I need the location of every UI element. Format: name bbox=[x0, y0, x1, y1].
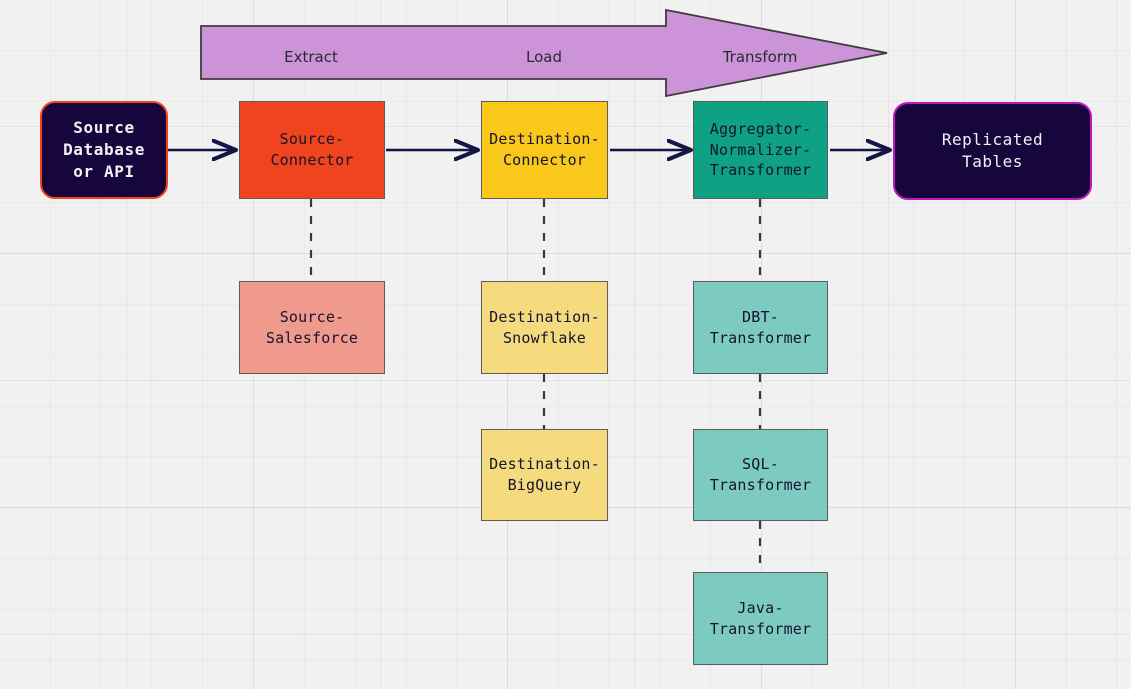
phase-banner-arrow: Extract Load Transform bbox=[200, 6, 890, 100]
node-replicated-tables[interactable]: Replicated Tables bbox=[893, 102, 1092, 200]
node-source-salesforce[interactable]: Source- Salesforce bbox=[239, 281, 385, 374]
node-java-transformer[interactable]: Java- Transformer bbox=[693, 572, 828, 665]
node-dbt-transformer[interactable]: DBT- Transformer bbox=[693, 281, 828, 374]
node-sql-transformer[interactable]: SQL- Transformer bbox=[693, 429, 828, 521]
phase-label-load: Load bbox=[526, 48, 562, 66]
node-source-database-or-api[interactable]: Source Database or API bbox=[40, 101, 168, 199]
phase-label-transform: Transform bbox=[722, 48, 798, 66]
node-destination-bigquery[interactable]: Destination- BigQuery bbox=[481, 429, 608, 521]
phase-arrow-polygon bbox=[200, 8, 888, 98]
node-destination-connector[interactable]: Destination- Connector bbox=[481, 101, 608, 199]
phase-label-extract: Extract bbox=[284, 48, 338, 66]
node-aggregator-normalizer-transformer[interactable]: Aggregator- Normalizer- Transformer bbox=[693, 101, 828, 199]
node-destination-snowflake[interactable]: Destination- Snowflake bbox=[481, 281, 608, 374]
node-source-connector[interactable]: Source- Connector bbox=[239, 101, 385, 199]
phase-arrow-shape bbox=[200, 8, 888, 98]
